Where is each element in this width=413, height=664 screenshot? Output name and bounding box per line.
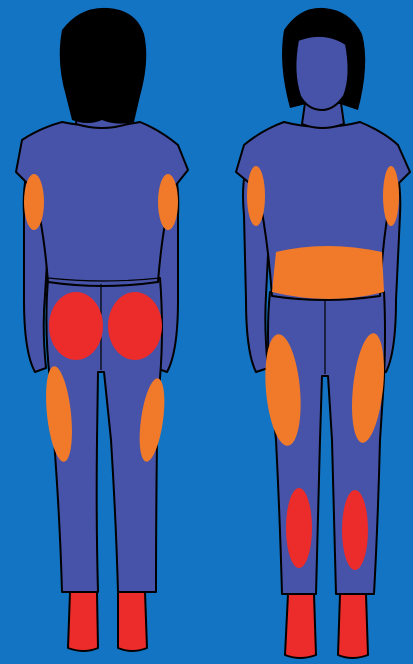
- front-zone-left-upper-arm: [247, 166, 265, 226]
- back-left-foot: [68, 592, 98, 651]
- front-right-foot: [338, 594, 368, 658]
- front-zone-left-shin: [286, 488, 312, 568]
- back-zone-left-buttock: [49, 292, 103, 360]
- front-face: [295, 36, 348, 110]
- back-hair: [60, 8, 147, 124]
- front-zone-waist: [272, 246, 384, 299]
- front-zone-right-shin: [342, 490, 368, 570]
- back-zone-right-upper-arm: [158, 174, 178, 230]
- back-zone-right-buttock: [108, 292, 162, 360]
- back-zone-left-upper-arm: [24, 174, 44, 230]
- front-left-foot: [285, 594, 316, 658]
- front-zone-right-upper-arm: [383, 166, 399, 226]
- back-right-foot: [118, 592, 147, 651]
